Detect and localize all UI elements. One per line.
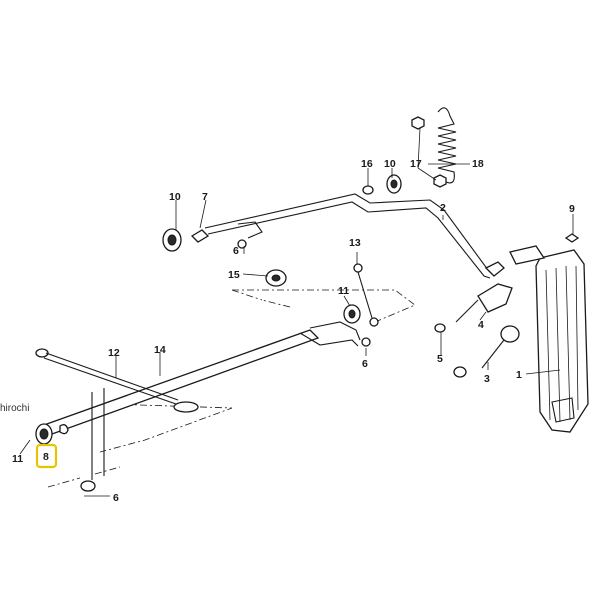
watermark: hirochi [0, 403, 30, 414]
callout-8-highlight [35, 443, 58, 469]
callout-9: 9 [569, 203, 575, 215]
bushing-upper-right [386, 174, 402, 194]
upper-linkage-rod [204, 193, 505, 279]
callout-3: 3 [484, 373, 490, 385]
callout-10-left: 10 [169, 191, 181, 203]
nuts-part-5 [434, 323, 467, 378]
callout-16: 16 [361, 158, 373, 170]
callout-2: 2 [440, 202, 446, 214]
highlighted-callout: 8 [43, 451, 49, 463]
bushing-upper-left [162, 228, 182, 252]
clip-part-9 [564, 233, 580, 243]
nut-part-6-upper [237, 239, 247, 249]
callout-17: 17 [410, 158, 422, 170]
grommet-part-15 [265, 269, 287, 287]
pivot-bolt-part-3 [481, 325, 520, 369]
callout-6-upper: 6 [233, 245, 239, 257]
callout-11-left: 11 [12, 453, 23, 465]
callout-14: 14 [154, 344, 166, 356]
callout-1: 1 [516, 369, 522, 381]
nut-part-6-middle [361, 337, 371, 347]
callout-13: 13 [349, 237, 361, 249]
callout-6-middle: 6 [362, 358, 368, 370]
pivot-bolt-part-4 [455, 283, 513, 323]
callout-15: 15 [228, 269, 240, 281]
accelerator-pedal [509, 245, 589, 433]
callout-4: 4 [478, 319, 484, 331]
callout-11-middle: 11 [338, 285, 349, 297]
callout-labels: 1 2 3 4 5 6 6 6 7 8 9 10 10 11 11 12 13 … [12, 158, 575, 504]
clip-part-7 [190, 229, 210, 243]
callout-5: 5 [437, 353, 443, 365]
washer-part-16 [362, 185, 374, 195]
callout-12: 12 [108, 347, 120, 359]
clip-part-8 [59, 424, 69, 435]
bushing-part-11 [343, 304, 361, 324]
return-spring-part-18 [437, 107, 457, 184]
bushing-left [35, 423, 53, 445]
assembly-dashed-lines [47, 289, 416, 488]
callout-10-right: 10 [384, 158, 396, 170]
callout-18: 18 [472, 158, 484, 170]
callout-7: 7 [202, 191, 208, 203]
lever-rod [35, 348, 199, 413]
leader-lines [19, 127, 574, 497]
link-rod-part-13 [353, 263, 379, 327]
nut-part-17 [411, 116, 447, 188]
main-shaft [42, 321, 361, 492]
callout-6-lower: 6 [113, 492, 119, 504]
